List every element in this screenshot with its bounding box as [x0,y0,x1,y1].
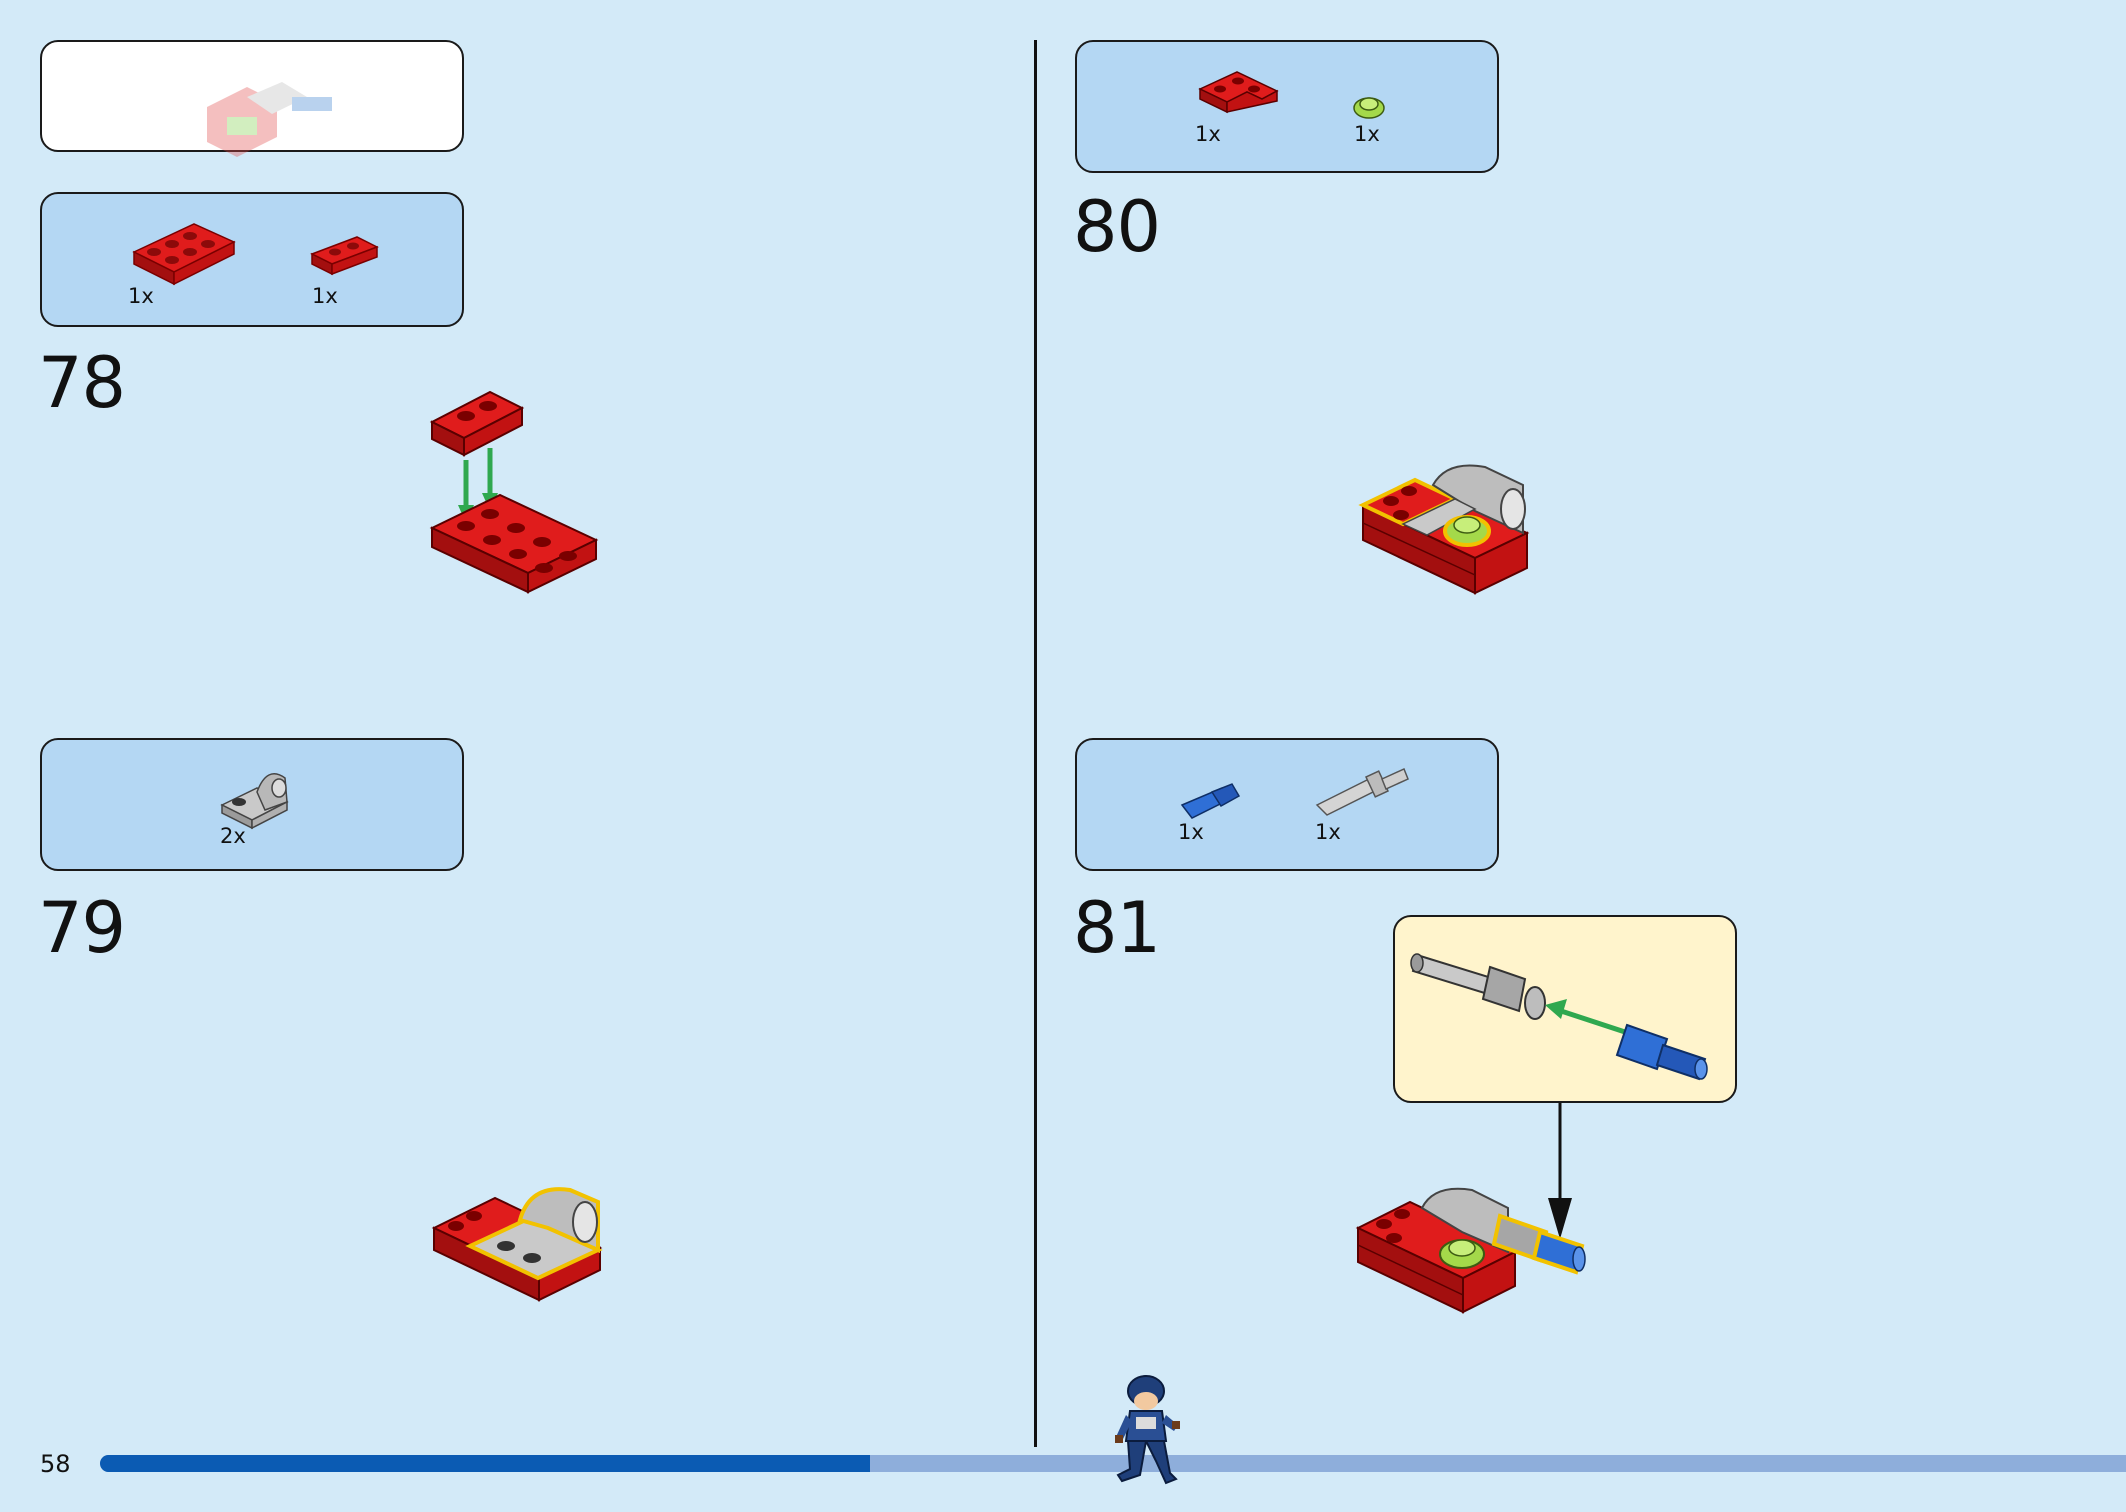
step-79-illustration [431,1187,603,1302]
step-78-number: 78 [38,342,126,424]
gray-plate-with-clip-icon [220,773,289,830]
page-divider [1034,40,1037,1447]
step-81-part-1-qty: 1x [1178,820,1204,844]
build-progress-bar [100,1455,2126,1472]
build-progress-fill [100,1455,870,1472]
lime-round-plate-icon [1353,97,1385,119]
step-78-illustration [429,390,599,594]
step-80-illustration [1358,464,1530,595]
red-corner-plate-icon [1198,71,1279,114]
blue-axle-pin-icon [1180,783,1241,819]
model-preview-box [40,40,464,157]
step-81-illustration [1355,1187,1586,1314]
step-78-part-2-qty: 1x [312,284,338,308]
step-80-part-1-qty: 1x [1195,122,1221,146]
step-81-part-2-qty: 1x [1315,820,1341,844]
step-81-parts-box: 1x 1x [1075,738,1499,871]
step-81-number: 81 [1073,887,1161,969]
red-plate-2x4-icon [132,223,236,286]
step-80-parts-box: 1x 1x [1075,40,1499,173]
step-80-number: 80 [1073,186,1161,268]
model-preview-icon [207,82,332,157]
callout-pointer-arrow [1548,1103,1572,1239]
gray-pin-connector-icon [1315,767,1409,816]
step-79-number: 79 [38,887,126,969]
step-80-part-2-qty: 1x [1354,122,1380,146]
step-79-parts-box: 2x [40,738,464,871]
red-plate-1x2-icon [310,236,379,276]
step-78-parts-box: 1x 1x [40,192,464,327]
page-number: 58 [40,1450,71,1478]
minifigure-progress-marker-icon [1115,1375,1180,1485]
step-81-subassembly-callout [1393,915,1737,1103]
step-79-part-1-qty: 2x [220,824,246,848]
step-78-part-1-qty: 1x [128,284,154,308]
subassembly-illustration [1410,953,1708,1081]
